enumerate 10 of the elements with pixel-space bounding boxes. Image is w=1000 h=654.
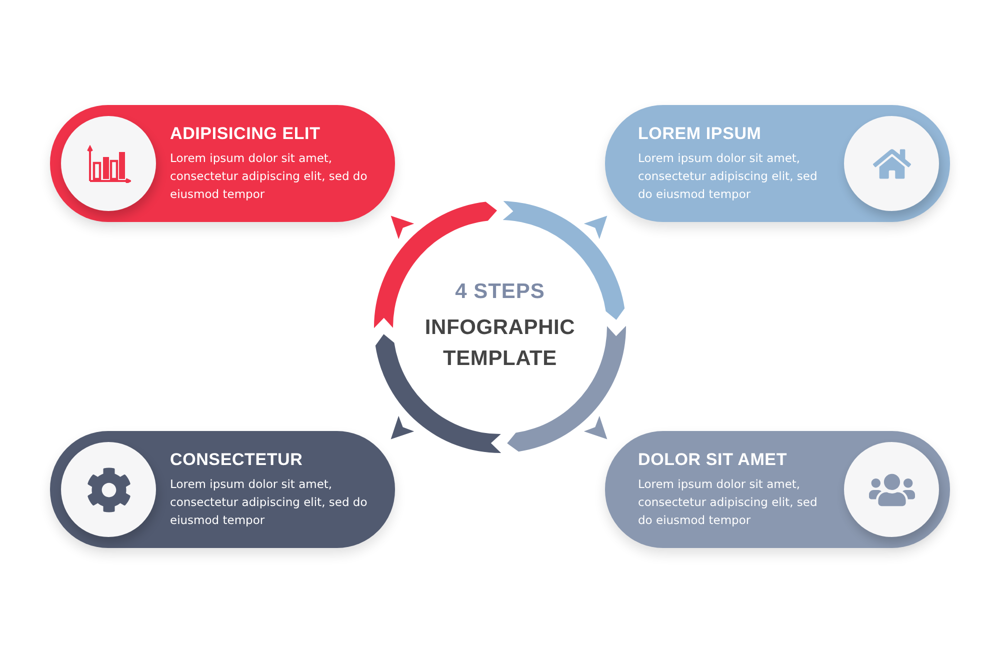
step-title: LOREM IPSUM [638, 124, 762, 144]
step-title: CONSECTETUR [170, 450, 304, 470]
step-title: ADIPISICING ELIT [170, 124, 322, 144]
step-title: DOLOR SIT AMET [638, 450, 788, 470]
step-description: Lorem ipsum dolor sit amet, consectetur adipiscing elit, sed do eiusmod tempor [170, 150, 368, 203]
center-title: INFOGRAPHIC TEMPLATE [424, 315, 576, 372]
step-description: Lorem ipsum dolor sit amet, consectetur adipiscing elit, sed do eiusmod tempor [638, 150, 818, 203]
step-description: Lorem ipsum dolor sit amet, consectetur adipiscing elit, sed do eiusmod tempor [638, 476, 818, 529]
subtitle: 4 STEPS [455, 280, 545, 304]
step-description: Lorem ipsum dolor sit amet, consectetur adipiscing elit, sed do eiusmod tempor [170, 476, 368, 529]
